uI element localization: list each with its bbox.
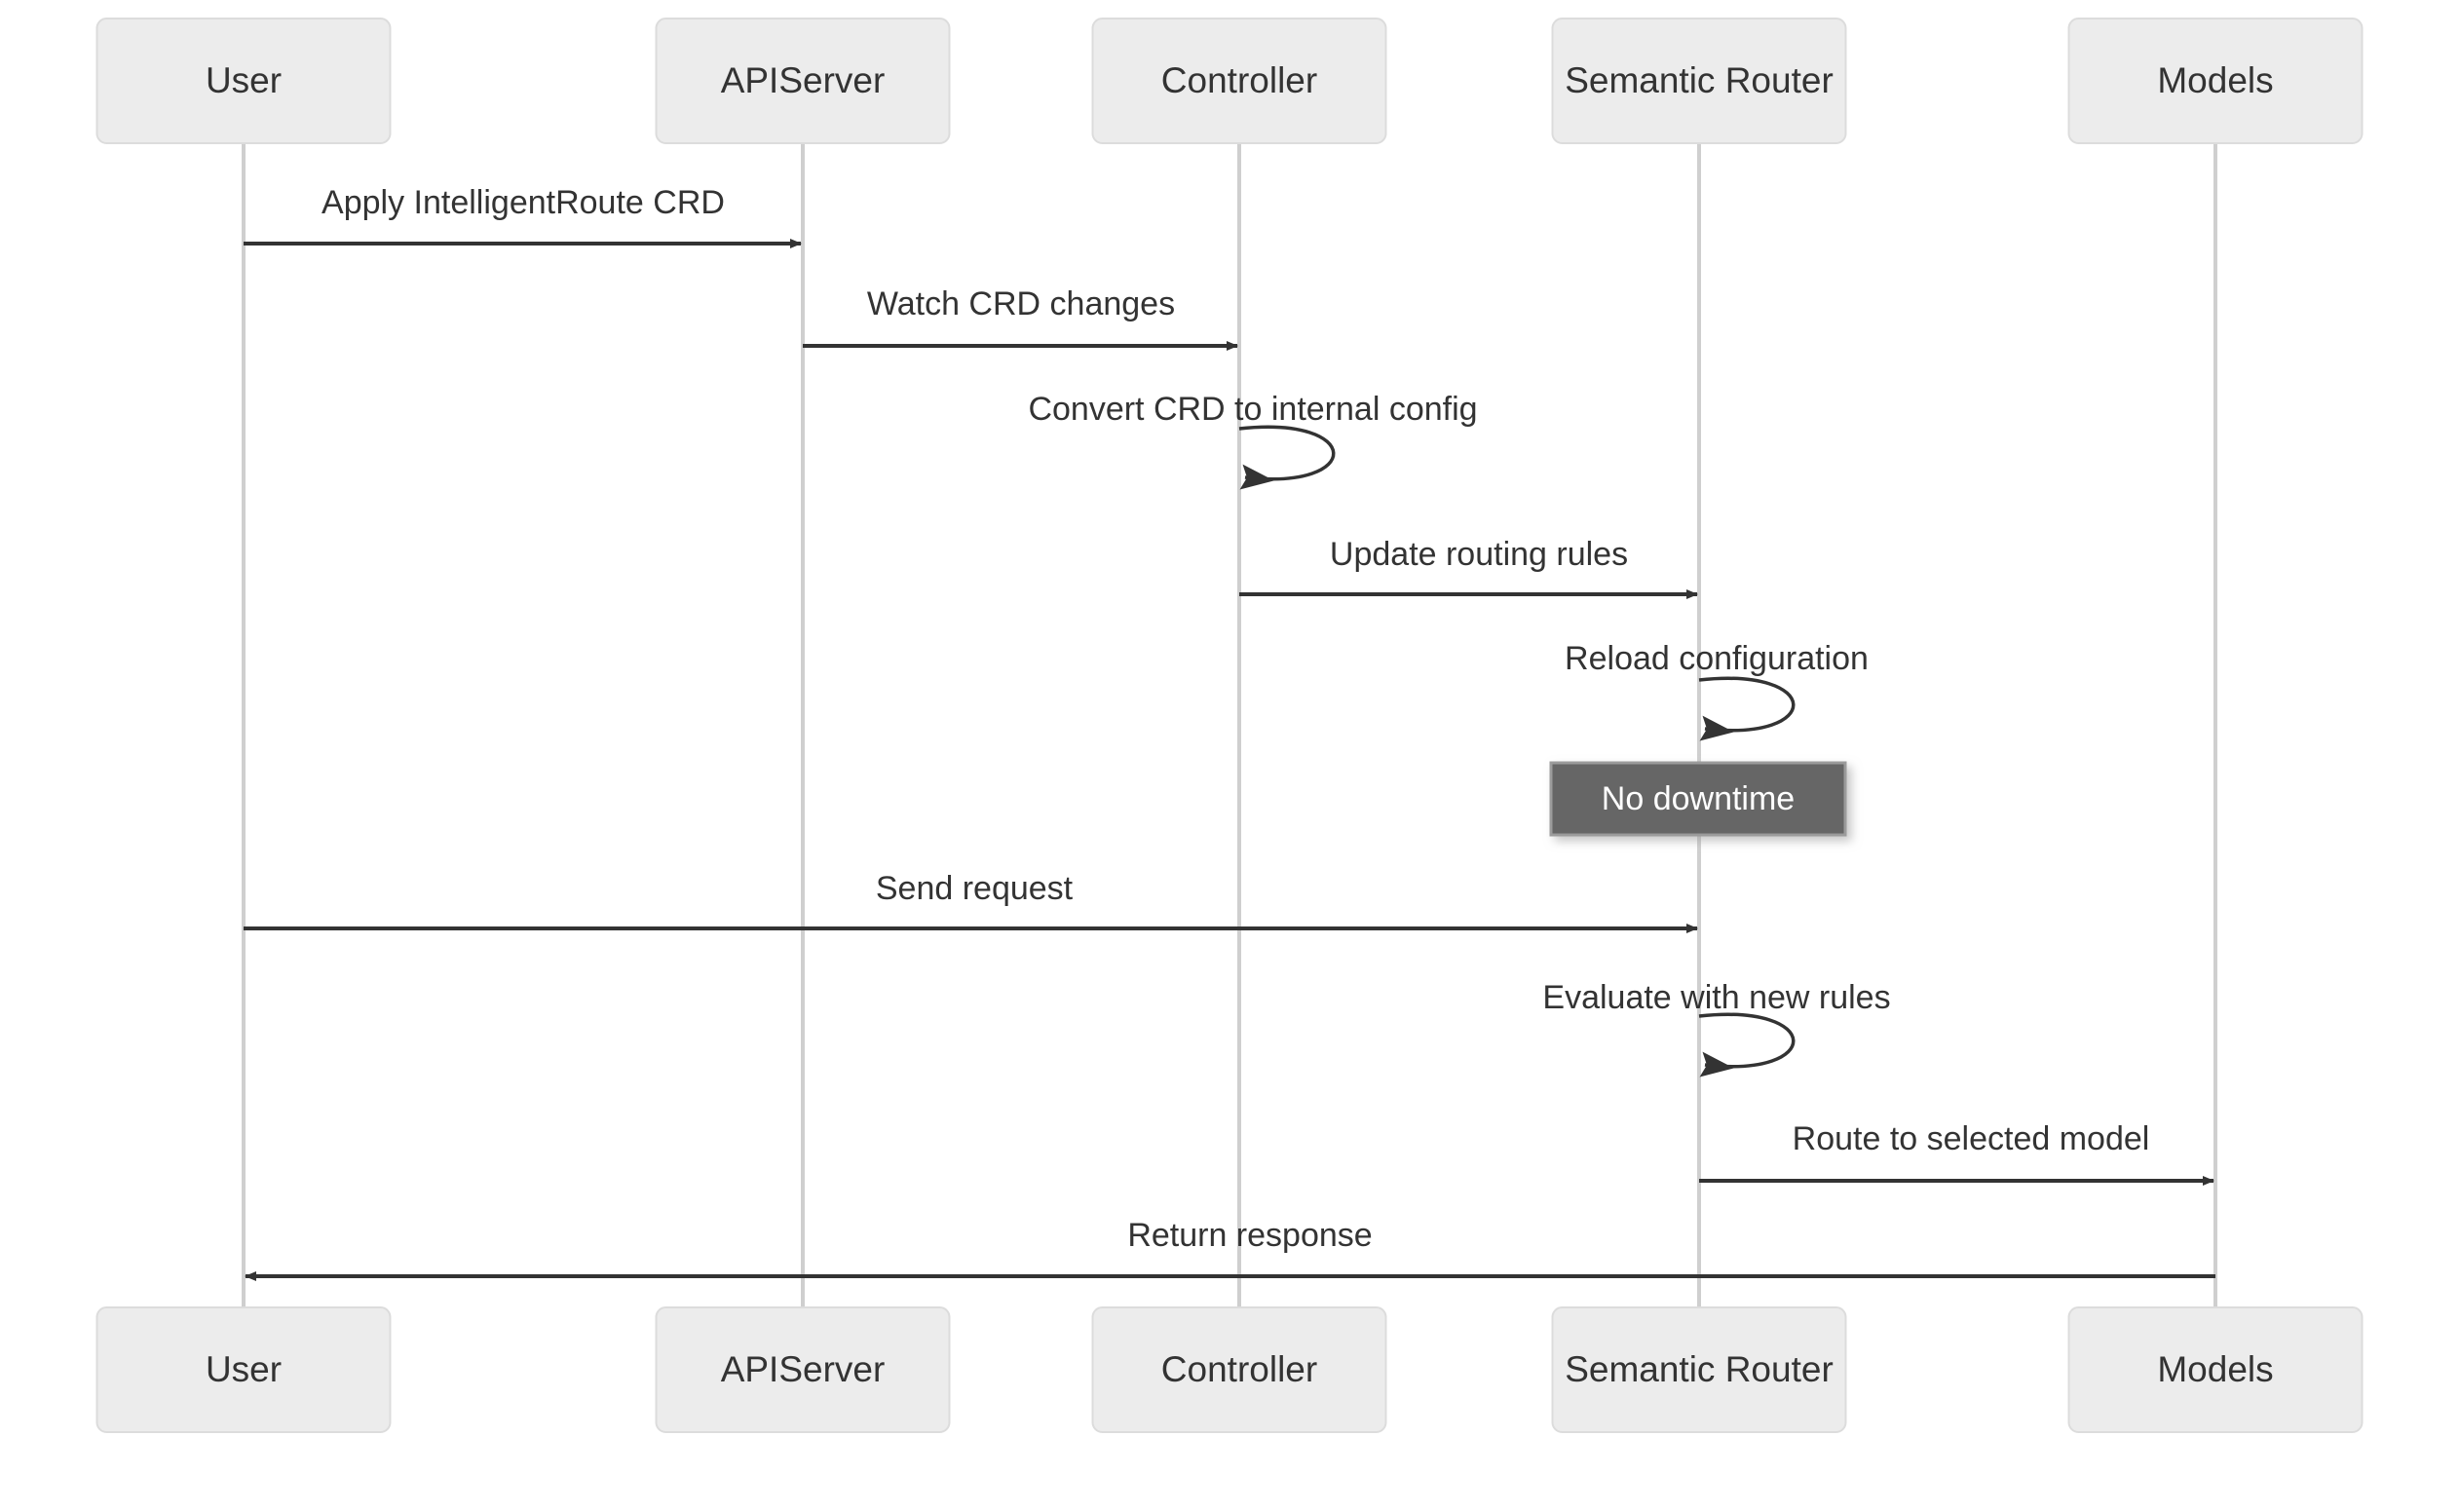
no-downtime-note[interactable]: No downtime — [1549, 761, 1847, 837]
message-label-8: Route to selected model — [1793, 1120, 2150, 1157]
message-label-6: Send request — [876, 870, 1074, 907]
actor-box-controller-top — [1091, 18, 1387, 144]
actor-box-semantic_router-top — [1551, 18, 1847, 144]
note-label: No downtime — [1602, 780, 1795, 817]
message-label-4: Update routing rules — [1330, 536, 1628, 573]
actor-box-semantic_router-bottom — [1551, 1306, 1847, 1433]
actor-controller-top[interactable]: Controller — [1091, 18, 1387, 144]
message-label-9: Return response — [1127, 1217, 1372, 1254]
self-loop-arrow-7 — [1698, 1012, 1796, 1077]
actor-label-apiserver-top: APIServer — [721, 60, 886, 100]
actor-label-models-top: Models — [2157, 60, 2273, 100]
message-label-5: Reload configuration — [1565, 640, 1869, 677]
message-5-reload-configuration[interactable]: Reload configuration — [1565, 640, 1869, 741]
message-3-convert-crd-to-internal-config[interactable]: Convert CRD to internal config — [1028, 391, 1478, 490]
message-8-route-to-selected-model[interactable]: Route to selected model — [1699, 1120, 2214, 1186]
actor-models-top[interactable]: Models — [2067, 18, 2364, 144]
message-7-evaluate-with-new-rules[interactable]: Evaluate with new rules — [1542, 979, 1891, 1077]
actor-semantic_router-bottom[interactable]: Semantic Router — [1551, 1306, 1847, 1433]
actor-label-apiserver-bottom: APIServer — [721, 1349, 886, 1389]
self-loop-arrow-5 — [1698, 676, 1796, 741]
actor-box-models-top — [2067, 18, 2364, 144]
message-4-update-routing-rules[interactable]: Update routing rules — [1239, 536, 1698, 599]
actor-boxes-top-group: User APIServer Controller Semantic Router Mo… — [95, 18, 2364, 144]
actor-box-models-bottom — [2067, 1306, 2364, 1433]
actor-user-top[interactable]: User — [95, 18, 392, 144]
message-label-7: Evaluate with new rules — [1542, 979, 1890, 1016]
actor-models-bottom[interactable]: Models — [2067, 1306, 2364, 1433]
actor-box-controller-bottom — [1091, 1306, 1387, 1433]
actor-semantic_router-top[interactable]: Semantic Router — [1551, 18, 1847, 144]
actor-user-bottom[interactable]: User — [95, 1306, 392, 1433]
message-label-1: Apply IntelligentRoute CRD — [322, 184, 725, 221]
actor-box-user-top — [95, 18, 392, 144]
actor-label-user-bottom: User — [206, 1349, 282, 1389]
message-2-watch-crd-changes[interactable]: Watch CRD changes — [803, 285, 1238, 351]
messages-group: Apply IntelligentRoute CRD Watch CRD chan… — [244, 184, 2215, 1281]
actor-apiserver-top[interactable]: APIServer — [655, 18, 951, 144]
message-6-send-request[interactable]: Send request — [244, 870, 1698, 933]
actor-box-user-bottom — [95, 1306, 392, 1433]
note-box — [1549, 761, 1847, 837]
actor-controller-bottom[interactable]: Controller — [1091, 1306, 1387, 1433]
notes-group: No downtime — [1549, 761, 1847, 837]
lifelines-group — [242, 143, 2217, 1307]
actor-label-models-bottom: Models — [2157, 1349, 2273, 1389]
message-9-return-response[interactable]: Return response — [245, 1217, 2215, 1281]
actor-label-controller-bottom: Controller — [1161, 1349, 1317, 1389]
message-1-apply-intelligentroute-crd[interactable]: Apply IntelligentRoute CRD — [244, 184, 802, 248]
actor-apiserver-bottom[interactable]: APIServer — [655, 1306, 951, 1433]
message-label-3: Convert CRD to internal config — [1028, 391, 1477, 428]
actor-box-apiserver-bottom — [655, 1306, 951, 1433]
actor-label-user-top: User — [206, 60, 282, 100]
actor-boxes-bottom-group: User APIServer Controller Semantic Router Mo… — [95, 1306, 2364, 1433]
actor-label-semantic_router-bottom: Semantic Router — [1565, 1349, 1834, 1389]
actor-box-apiserver-top — [655, 18, 951, 144]
message-label-2: Watch CRD changes — [867, 285, 1175, 322]
actor-label-controller-top: Controller — [1161, 60, 1317, 100]
self-loop-arrow-3 — [1238, 425, 1336, 490]
actor-label-semantic_router-top: Semantic Router — [1565, 60, 1834, 100]
